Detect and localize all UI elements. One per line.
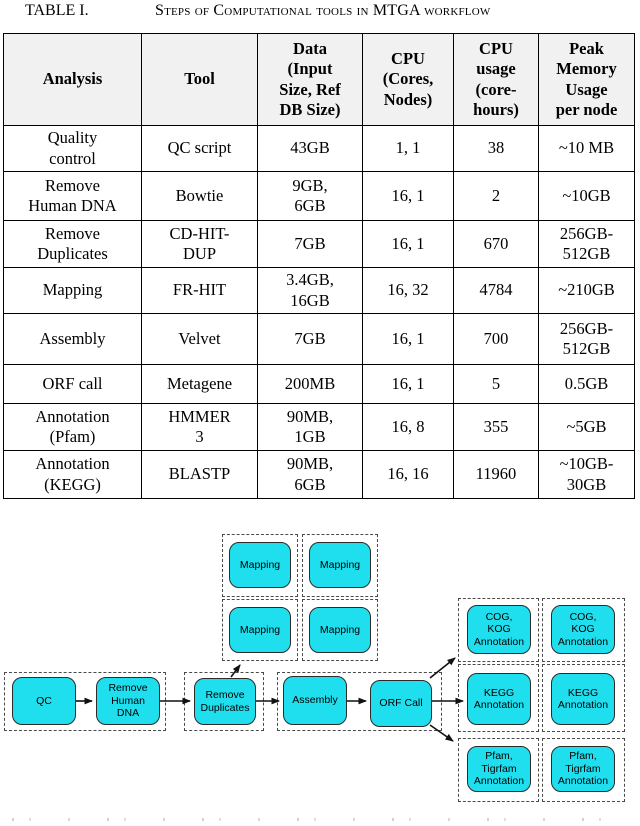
table-cell: 16, 16 [362,450,454,499]
table-cell: 700 [453,313,539,365]
node-qc: QC [12,677,76,725]
table-cell: 16, 8 [362,403,454,451]
table-cell: Bowtie [141,171,258,221]
table-row: Remove Duplicates CD-HIT- DUP 7GB 16, 1 … [3,220,635,268]
table-cell: QC script [141,125,258,172]
node-cog-kog-annotation-2: COG, KOG Annotation [551,605,615,654]
table-cell: 16, 1 [362,171,454,221]
table-title: Steps of Computational tools in MTGA wor… [155,2,491,19]
node-orf-call: ORF Call [370,680,432,727]
table-cell: 2 [453,171,539,221]
table-cell: 0.5GB [538,364,635,404]
node-kegg-annotation-1: KEGG Annotation [467,673,531,725]
column-header-analysis: Analysis [3,33,142,126]
table-cell: Metagene [141,364,258,404]
node-pfam-tigrfam-annotation-1: Pfam, Tigrfam Annotation [467,746,531,792]
table-cell: Remove Duplicates [3,220,142,268]
kegg-group-2 [542,664,625,732]
column-header-cpu-usage: CPU usage (core- hours) [453,33,539,126]
table-row: Mapping FR-HIT 3.4GB, 16GB 16, 32 4784 ~… [3,267,635,314]
table-cell: HMMER 3 [141,403,258,451]
table-cell: 90MB, 1GB [257,403,363,451]
node-mapping-1: Mapping [229,542,291,588]
table-cell: 16, 1 [362,364,454,404]
node-pfam-tigrfam-annotation-2: Pfam, Tigrfam Annotation [551,746,615,792]
table-cell: 355 [453,403,539,451]
table-cell: Quality control [3,125,142,172]
workflow-diagram: Mapping Mapping Mapping Mapping QC Remov… [0,525,640,815]
table-row: ORF call Metagene 200MB 16, 1 5 0.5GB [3,364,635,404]
pfam-group-2 [542,738,625,802]
node-kegg-annotation-2: KEGG Annotation [551,673,615,725]
table-cell: 38 [453,125,539,172]
table-cell: ~210GB [538,267,635,314]
table-cell: Assembly [3,313,142,365]
table-cell: 256GB- 512GB [538,313,635,365]
table-cell: 200MB [257,364,363,404]
column-header-cpu: CPU (Cores, Nodes) [362,33,454,126]
table-cell: Mapping [3,267,142,314]
table-caption: TABLE I. Steps of Computational tools in… [0,2,640,26]
node-assembly: Assembly [283,676,347,725]
table-cell: ~10GB- 30GB [538,450,635,499]
node-remove-duplicates: Remove Duplicates [194,678,256,725]
table-cell: 7GB [257,220,363,268]
table-cell: 4784 [453,267,539,314]
table-cell: 11960 [453,450,539,499]
mapping-group-3 [222,599,298,661]
mapping-group-1 [222,534,298,597]
table-row: Assembly Velvet 7GB 16, 1 700 256GB- 512… [3,313,635,365]
node-mapping-2: Mapping [309,542,371,588]
mapping-group-4 [302,599,378,661]
table-cell: Velvet [141,313,258,365]
table-cell: 16, 1 [362,313,454,365]
table-row: Remove Human DNA Bowtie 9GB, 6GB 16, 1 2… [3,171,635,221]
table-row: Annotation (KEGG) BLASTP 90MB, 6GB 16, 1… [3,450,635,499]
node-mapping-3: Mapping [229,607,291,653]
table-cell: 90MB, 6GB [257,450,363,499]
table-cell: ~10GB [538,171,635,221]
table-cell: 5 [453,364,539,404]
table-cell: 670 [453,220,539,268]
table-cell: 256GB- 512GB [538,220,635,268]
table-cell: 16, 32 [362,267,454,314]
pfam-group-1 [458,738,539,802]
table-row: Annotation (Pfam) HMMER 3 90MB, 1GB 16, … [3,403,635,451]
table-cell: ORF call [3,364,142,404]
column-header-peak-memory: Peak Memory Usage per node [538,33,635,126]
table-cell: 16, 1 [362,220,454,268]
column-header-data: Data (Input Size, Ref DB Size) [257,33,363,126]
table-number: TABLE I. [25,2,89,19]
table-cell: ~5GB [538,403,635,451]
table-row: Quality control QC script 43GB 1, 1 38 ~… [3,125,635,172]
table-cell: BLASTP [141,450,258,499]
workflow-table: Analysis Tool Data (Input Size, Ref DB S… [3,33,635,499]
table-cell: 3.4GB, 16GB [257,267,363,314]
table-cell: 9GB, 6GB [257,171,363,221]
table-cell: 7GB [257,313,363,365]
node-cog-kog-annotation-1: COG, KOG Annotation [467,605,531,654]
table-cell: CD-HIT- DUP [141,220,258,268]
node-mapping-4: Mapping [309,607,371,653]
cog-kog-group-2 [542,598,625,662]
cropped-caption-line [12,818,626,821]
table-cell: FR-HIT [141,267,258,314]
node-remove-human-dna: Remove Human DNA [96,677,160,725]
table-cell: 43GB [257,125,363,172]
table-cell: Annotation (KEGG) [3,450,142,499]
table-header-row: Analysis Tool Data (Input Size, Ref DB S… [3,33,635,126]
table-cell: Remove Human DNA [3,171,142,221]
cog-kog-group-1 [458,598,539,662]
table-cell: ~10 MB [538,125,635,172]
column-header-tool: Tool [141,33,258,126]
mapping-group-2 [302,534,378,597]
table-cell: Annotation (Pfam) [3,403,142,451]
table-cell: 1, 1 [362,125,454,172]
